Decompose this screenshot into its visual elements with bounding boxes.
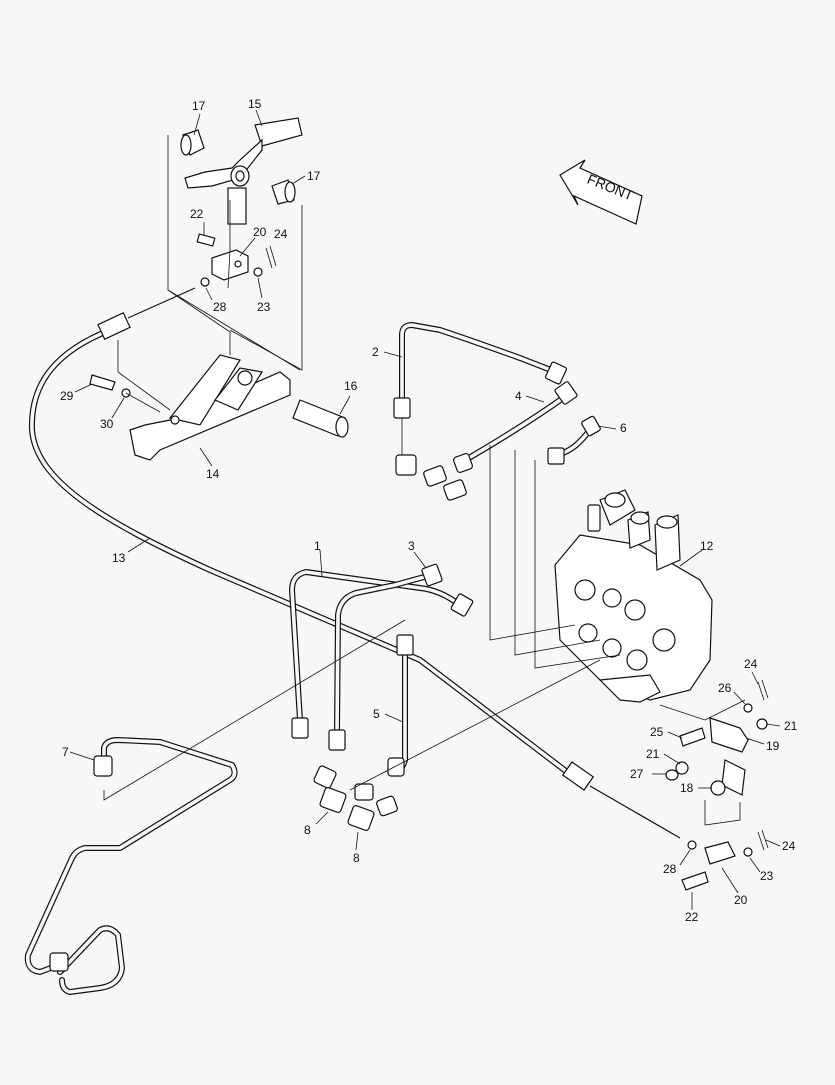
callout-30: 30: [100, 417, 114, 431]
callout-21: 21: [646, 747, 660, 761]
leader-lines: [69, 109, 781, 910]
callout-3: 3: [408, 539, 415, 553]
callout-23: 23: [257, 300, 271, 314]
control-valve: [554, 489, 713, 703]
callout-22: 22: [685, 910, 699, 924]
callout-20: 20: [734, 893, 748, 907]
guide-lines: [103, 135, 746, 826]
upper-clevis: [196, 233, 277, 287]
callout-6: 6: [620, 421, 627, 435]
callout-17: 17: [192, 99, 206, 113]
hydraulic-pipes-middle: [289, 563, 474, 831]
callout-21: 21: [784, 719, 798, 733]
callout-5: 5: [373, 707, 380, 721]
hydraulic-pipes-upper: [393, 322, 601, 501]
callout-4: 4: [515, 389, 522, 403]
callout-18: 18: [680, 781, 694, 795]
front-direction-arrow: FRONT: [559, 159, 643, 225]
callout-1: 1: [314, 539, 321, 553]
callout-27: 27: [630, 767, 644, 781]
callout-29: 29: [60, 389, 74, 403]
callout-26: 26: [718, 681, 732, 695]
callout-19: 19: [766, 739, 780, 753]
callout-24: 24: [744, 657, 758, 671]
callout-28: 28: [663, 862, 677, 876]
lower-linkage: [665, 679, 769, 891]
callout-17: 17: [307, 169, 321, 183]
callout-22: 22: [190, 207, 204, 221]
callout-20: 20: [253, 225, 267, 239]
callout-7: 7: [62, 745, 69, 759]
callout-2: 2: [372, 345, 379, 359]
hydraulic-pipe-7: [24, 737, 238, 995]
pedal-bracket: [89, 354, 349, 461]
pedal-assembly: [180, 117, 303, 225]
callout-15: 15: [248, 97, 262, 111]
callout-8: 8: [353, 851, 360, 865]
control-cable: [28, 287, 681, 839]
callout-numbers: 17 15 17 22 20 24 28 23 29 30 16 14 2 4 …: [60, 97, 798, 924]
callout-24: 24: [274, 227, 288, 241]
callout-12: 12: [700, 539, 714, 553]
callout-25: 25: [650, 725, 664, 739]
callout-28: 28: [213, 300, 227, 314]
callout-24: 24: [782, 839, 796, 853]
callout-8: 8: [304, 823, 311, 837]
callout-14: 14: [206, 467, 220, 481]
callout-16: 16: [344, 379, 358, 393]
callout-13: 13: [112, 551, 126, 565]
callout-23: 23: [760, 869, 774, 883]
